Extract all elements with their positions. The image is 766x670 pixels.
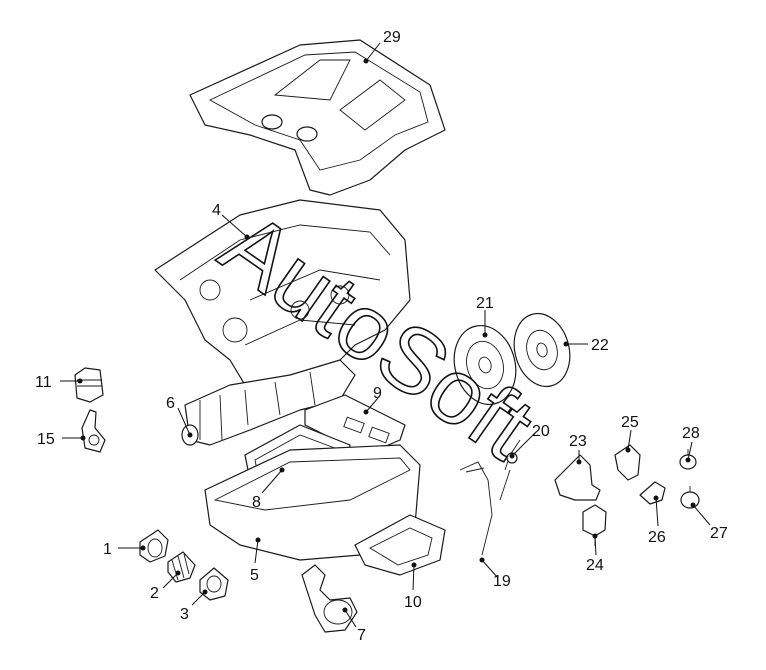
callout-11: 11 bbox=[35, 374, 52, 391]
connecting-rod[interactable] bbox=[81, 409, 106, 453]
callout-19: 19 bbox=[493, 573, 511, 590]
callout-26: 26 bbox=[648, 529, 666, 546]
callout-10: 10 bbox=[404, 594, 422, 611]
callout-2: 2 bbox=[150, 585, 159, 602]
callout-labels: 29 4 6 9 8 5 10 7 1 2 3 11 15 19 20 21 2… bbox=[35, 29, 728, 644]
callout-21: 21 bbox=[476, 295, 494, 312]
cylinder-block[interactable] bbox=[154, 199, 411, 391]
windage-tray[interactable] bbox=[304, 394, 406, 456]
callout-4: 4 bbox=[212, 202, 221, 219]
callout-5: 5 bbox=[250, 567, 259, 584]
callout-24: 24 bbox=[586, 557, 604, 574]
callout-8: 8 bbox=[252, 494, 261, 511]
oil-filter-cap[interactable] bbox=[199, 567, 229, 601]
callout-29: 29 bbox=[383, 29, 401, 46]
engine-cover[interactable] bbox=[189, 39, 446, 196]
engine-mount-bracket[interactable] bbox=[554, 454, 601, 501]
mount-bracket-lower[interactable] bbox=[639, 481, 666, 505]
callout-7: 7 bbox=[357, 627, 366, 644]
piston[interactable] bbox=[74, 367, 104, 403]
small-mount[interactable] bbox=[680, 486, 700, 509]
callout-25: 25 bbox=[621, 414, 639, 431]
callout-23: 23 bbox=[569, 433, 587, 450]
callout-3: 3 bbox=[180, 606, 189, 623]
oil-pump-pickup[interactable] bbox=[301, 564, 358, 633]
callout-6: 6 bbox=[166, 395, 175, 412]
oil-filter-element[interactable] bbox=[167, 551, 196, 583]
lower-oil-pan[interactable] bbox=[354, 514, 446, 576]
callout-1: 1 bbox=[103, 541, 112, 558]
callout-15: 15 bbox=[37, 431, 55, 448]
callout-27: 27 bbox=[710, 525, 728, 542]
engine-mount[interactable] bbox=[582, 504, 607, 546]
dipstick-tube[interactable] bbox=[459, 461, 493, 556]
mount-bracket-upper[interactable] bbox=[614, 444, 641, 481]
leader-lines bbox=[60, 42, 711, 628]
callout-22: 22 bbox=[591, 337, 609, 354]
callout-28: 28 bbox=[682, 425, 700, 442]
callout-9: 9 bbox=[373, 385, 382, 402]
callout-20: 20 bbox=[532, 423, 550, 440]
flywheel[interactable] bbox=[446, 319, 525, 412]
oil-filter-housing[interactable] bbox=[139, 529, 169, 563]
